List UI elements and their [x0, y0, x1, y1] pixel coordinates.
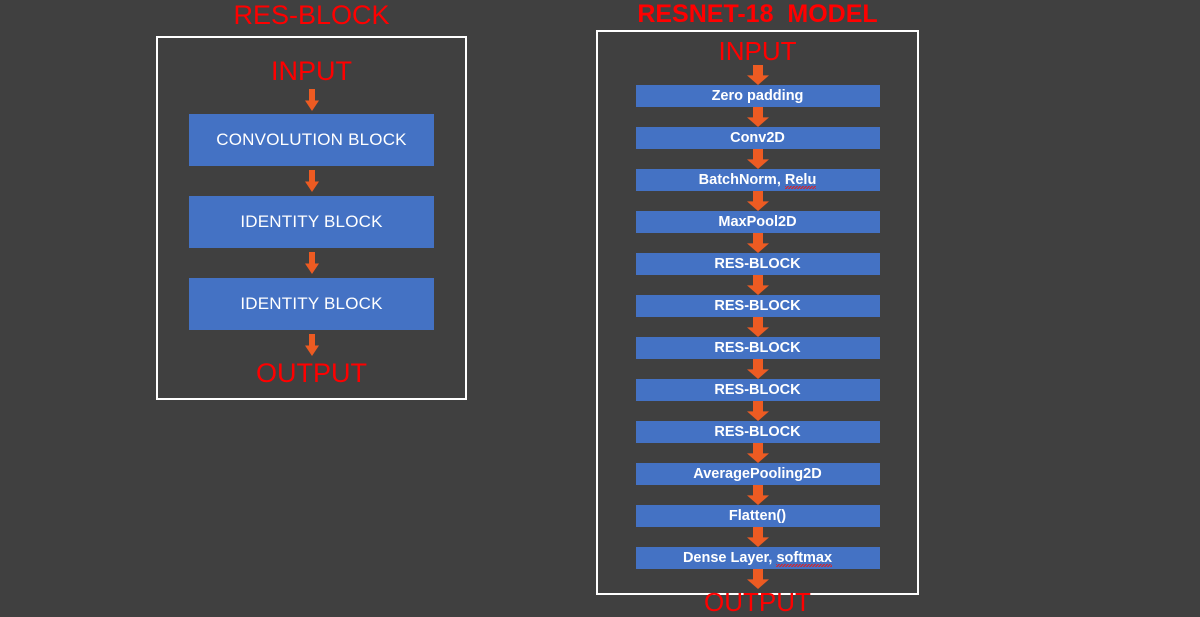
down-arrow-icon: [304, 170, 319, 192]
down-arrow-icon: [304, 334, 319, 356]
down-arrow-icon: [304, 252, 319, 274]
input-label: INPUT: [271, 56, 352, 86]
down-arrow-icon: [746, 569, 769, 589]
res-block-flow: INPUT CONVOLUTION BLOCK IDENTITY BLOCK IDEN…: [156, 36, 467, 387]
resnet-flow-block[interactable]: RES-BLOCK: [635, 337, 880, 359]
down-arrow-icon: [746, 65, 769, 85]
res-block-title: RES-BLOCK: [233, 0, 390, 30]
down-arrow-icon: [746, 107, 769, 127]
resnet-flow-block[interactable]: MaxPool2D: [635, 211, 880, 233]
down-arrow-icon: [746, 527, 769, 547]
down-arrow-icon: [746, 149, 769, 169]
resnet-flow-block[interactable]: Conv2D: [635, 127, 880, 149]
resnet-flow-block[interactable]: Flatten(): [635, 505, 880, 527]
output-label: OUTPUT: [256, 358, 367, 388]
res-block-panel: [156, 36, 467, 400]
down-arrow-icon: [746, 317, 769, 337]
output-label: OUTPUT: [704, 587, 811, 617]
resnet-flow-block[interactable]: AveragePooling2D: [635, 463, 880, 485]
resnet-flow-block[interactable]: RES-BLOCK: [635, 379, 880, 401]
resnet-flow-block[interactable]: RES-BLOCK: [635, 421, 880, 443]
down-arrow-icon: [746, 275, 769, 295]
down-arrow-icon: [746, 191, 769, 211]
resnet-flow-block[interactable]: Dense Layer, softmax: [635, 547, 880, 569]
diagram-canvas: RES-BLOCK INPUT CONVOLUTION BLOCK IDENTITY…: [156, 0, 919, 615]
down-arrow-icon: [746, 359, 769, 379]
spellcheck-underline: softmax: [776, 550, 833, 567]
down-arrow-icon: [304, 89, 319, 111]
down-arrow-icon: [746, 233, 769, 253]
res-flow-block[interactable]: IDENTITY BLOCK: [189, 196, 434, 248]
res-flow-block[interactable]: IDENTITY BLOCK: [189, 278, 434, 330]
resnet-flow-block[interactable]: RES-BLOCK: [635, 253, 880, 275]
resnet-flow-block[interactable]: BatchNorm, Relu: [635, 169, 880, 191]
resnet-flow-block[interactable]: RES-BLOCK: [635, 295, 880, 317]
resnet-model-panel: [596, 30, 919, 595]
down-arrow-icon: [746, 485, 769, 505]
down-arrow-icon: [746, 443, 769, 463]
input-label: INPUT: [718, 36, 797, 66]
down-arrow-icon: [746, 401, 769, 421]
resnet-model-title: RESNET-18 MODEL: [637, 0, 878, 28]
res-flow-block[interactable]: CONVOLUTION BLOCK: [189, 114, 434, 166]
spellcheck-underline: Relu: [784, 172, 817, 189]
resnet-flow-block[interactable]: Zero padding: [635, 85, 880, 107]
